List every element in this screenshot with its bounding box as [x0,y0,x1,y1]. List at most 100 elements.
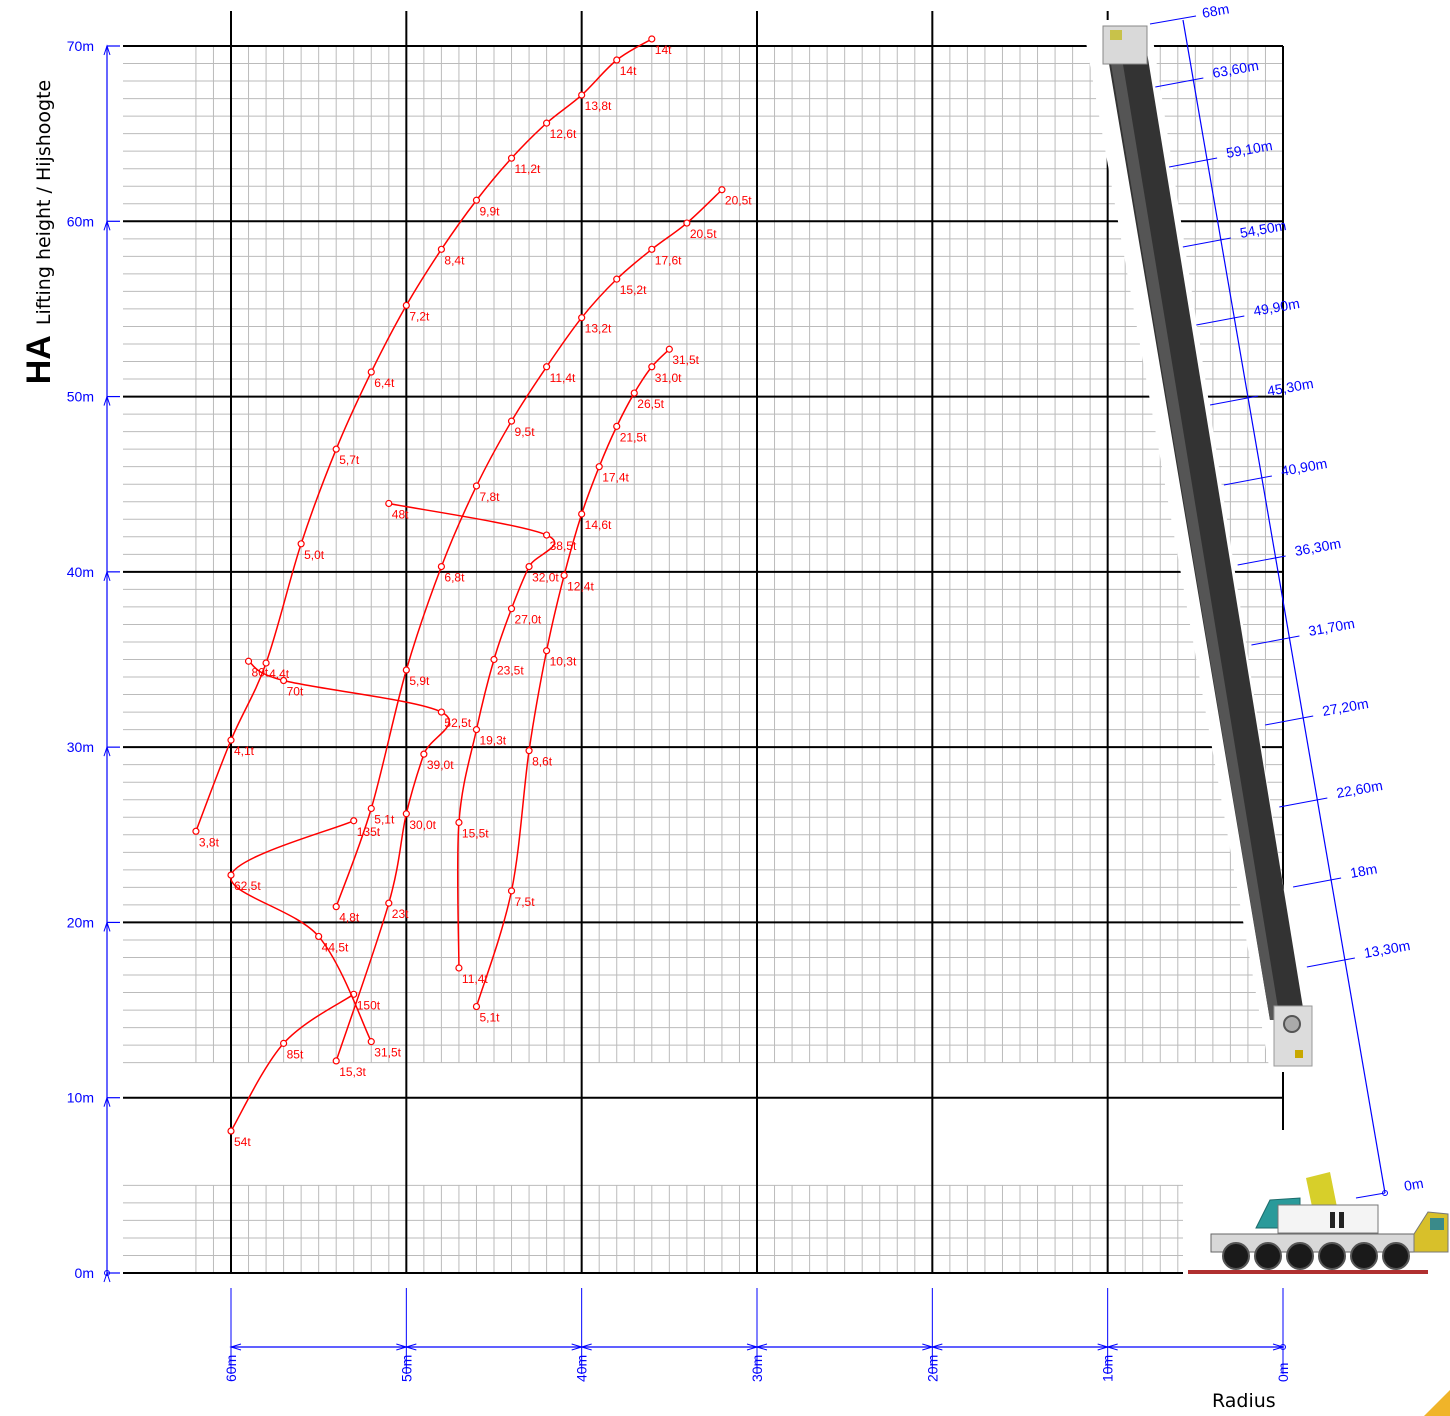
boom-base-marker [1295,1050,1303,1058]
superstructure-detail [1330,1212,1335,1228]
load-label: 48t [392,507,409,521]
boom-axis-tick [1210,395,1259,406]
load-point [350,817,358,825]
load-point [578,510,586,518]
load-label: 4,8t [339,911,360,925]
load-label: 7,2t [409,309,430,323]
load-point [420,750,428,758]
load-label: 17,4t [602,471,629,485]
load-label: 6,4t [374,376,395,390]
boom-head-sheave [1110,30,1122,40]
load-label: 85t [287,1047,304,1061]
load-label: 39,0t [427,758,454,772]
load-point [630,389,638,397]
load-label: 5,7t [339,453,360,467]
load-label: 8,6t [532,755,553,769]
load-point [578,91,586,99]
load-label: 15,2t [620,283,647,297]
load-label: 20,5t [725,194,752,208]
load-label: 5,1t [374,812,395,826]
load-label: 31,5t [374,1046,401,1060]
ground-shadow [1188,1270,1428,1274]
load-label: 4,1t [234,744,255,758]
load-label: 8,4t [444,253,465,267]
boom-length-label: 45,30m [1266,375,1315,399]
load-point [542,119,551,127]
load-label: 31,0t [655,371,682,385]
superstructure-detail [1339,1212,1344,1228]
boom-axis-tick [1306,957,1355,968]
load-label: 11,4t [550,371,576,385]
load-point [367,368,375,376]
load-point [665,345,673,353]
x-tick-label: 30m [749,1355,765,1382]
load-label: 7,5t [515,895,536,909]
load-point [227,1127,235,1135]
y-tick-label: 20m [67,914,94,930]
x-tick-label: 60m [223,1355,239,1382]
load-point [613,275,621,283]
load-point [472,726,481,734]
boom-length-label: 18m [1349,860,1379,880]
x-axis-title: Radius [1212,1390,1276,1412]
load-point [385,899,393,907]
load-label: 23,5t [497,664,524,678]
load-point [542,363,551,371]
load-point [332,903,340,911]
load-label: 12,6t [550,127,577,141]
load-label: 10,3t [550,655,577,669]
load-label: 14t [655,43,672,57]
boom-axis-leader [1355,1192,1386,1199]
load-label: 19,3t [479,734,506,748]
boom-axis-tick [1169,157,1218,168]
boom-axis-tick [1155,77,1204,88]
load-label: 11,2t [515,162,541,176]
load-label: 14t [620,64,637,78]
load-point [472,482,481,490]
x-tick-arrow [1097,1343,1110,1351]
load-label: 17,6t [655,253,682,267]
y-tick-arrow [103,570,111,582]
y-tick-label: 50m [67,389,94,405]
load-point [648,35,656,43]
x-tick-label: 20m [924,1355,940,1382]
load-label: 31,5t [672,353,699,367]
load-curve-3 [248,660,450,1062]
x-tick-arrow [571,1343,584,1351]
boom-length-label: 22,60m [1335,777,1384,801]
load-label: 6,8t [444,571,465,585]
load-point [542,647,551,655]
y-tick-arrow [103,1271,111,1283]
load-label: 27,0t [515,613,542,627]
x-tick-arrow [396,1343,409,1351]
x-axis-origin [1280,1344,1286,1350]
load-point [595,463,603,471]
boom-axis-origin [1382,1190,1388,1196]
x-tick-label: 10m [1100,1355,1116,1382]
load-point [244,657,253,665]
load-curves: 54t85t150t31,5t44,5t62,5t135t15,3t23t30,… [192,35,752,1149]
load-label: 70t [287,685,304,699]
load-point [332,1057,340,1065]
x-tick-arrow [922,1343,935,1351]
boom-highlight [1106,34,1280,1020]
y-tick-arrow [103,44,111,56]
boom-length-label: 59,10m [1225,137,1274,161]
y-tick-label: 70m [67,38,94,54]
boom-length-label: 36,30m [1293,535,1342,559]
corner-accent [1424,1390,1450,1416]
load-label: 23t [392,907,409,921]
load-point [367,1038,375,1046]
y-axis-origin [104,1270,110,1276]
load-label: 52,5t [444,716,471,730]
boom-axis-tick [1237,555,1286,566]
load-point [613,56,621,64]
load-point [490,655,498,664]
boom-axis-tick [1223,475,1272,486]
load-point [507,887,516,895]
load-label: 7,8t [479,490,500,504]
load-point [332,445,340,453]
load-label: 150t [357,998,381,1012]
load-label: 15,3t [339,1065,366,1079]
